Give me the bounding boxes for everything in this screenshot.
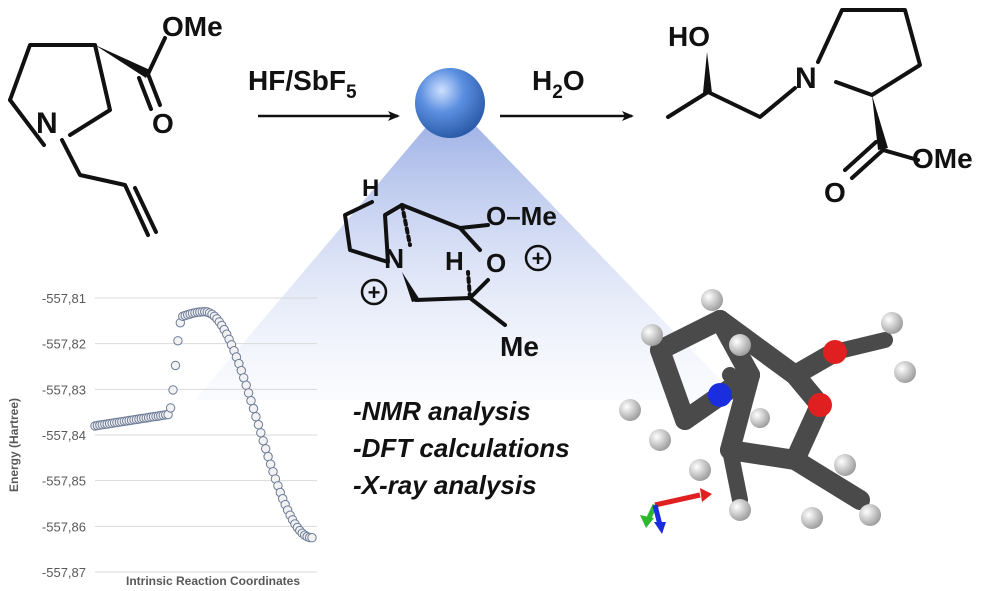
int-ome-label: O–Me [486, 201, 557, 231]
chart-y-tick-label: -557,87 [42, 565, 86, 580]
chart-point [168, 385, 178, 395]
chart-point [307, 533, 317, 543]
chart-series-irc [90, 307, 317, 543]
prod-nitrogen-label: N [795, 62, 817, 95]
chart-point [241, 380, 251, 390]
int-plus2: + [532, 246, 545, 271]
sm-ome-label: OMe [162, 11, 223, 42]
int-charge-o [524, 244, 552, 272]
prod-carbonyl-o-label: O [824, 177, 846, 208]
wedge-bond [95, 45, 150, 78]
intermediate-sphere [415, 68, 485, 138]
prod-hydroxyl-label: HO [668, 21, 710, 52]
product: HO N O OMe [666, 8, 973, 208]
chart-xlabel: Intrinsic Reaction Coordinates [126, 574, 300, 588]
int-h2-label: H [445, 246, 464, 276]
prod-ome-label: OMe [912, 143, 973, 174]
reagent-hf-sbf5: HF/SbF5 [248, 65, 357, 103]
arrow-step-2: H2O [500, 65, 634, 121]
chart-y-tick-label: -557,82 [42, 337, 86, 352]
int-o-label: O [486, 248, 506, 278]
chart-point [248, 403, 259, 414]
intermediate-structure: H O–Me N H O + + Me [343, 175, 557, 362]
chart-point [256, 428, 266, 438]
sm-carbonyl-o-label: O [152, 108, 174, 139]
wedge-bond-oh [703, 52, 712, 93]
wedge-bond-ester [872, 95, 888, 150]
chart-point [253, 420, 264, 430]
chart-point [251, 412, 261, 422]
analysis-dft: -DFT calculations [353, 433, 570, 463]
reagent-h2o: H2O [532, 65, 585, 103]
analysis-nmr: -NMR analysis [353, 396, 531, 426]
int-h1-label: H [362, 175, 379, 202]
chart-point [243, 388, 254, 398]
chart-y-tick-label: -557,83 [42, 382, 86, 397]
chart-y-tick-label: -557,85 [42, 474, 86, 489]
int-charge-n [360, 278, 388, 306]
chart-y-tick-label: -557,84 [42, 428, 86, 443]
starting-material: OMe O N [8, 11, 223, 237]
int-nitrogen-label: N [384, 243, 404, 274]
xray-3d-structure [619, 289, 916, 534]
analyses-list: -NMR analysis -DFT calculations -X-ray a… [353, 396, 570, 500]
int-plus1: + [368, 280, 381, 305]
chart-gridlines [95, 297, 317, 573]
arrow-step-1: HF/SbF5 [248, 65, 400, 121]
projection-cone [195, 120, 740, 400]
chart-point [165, 403, 176, 413]
chart-y-tick-label: -557,86 [42, 519, 86, 534]
chart-y-ticks: -557,81 -557,82 -557,83 -557,84 -557,85 -557,… [42, 291, 86, 580]
analysis-xray: -X-ray analysis [353, 470, 537, 500]
chart-point [246, 396, 256, 406]
chart-point [261, 444, 271, 454]
chart-ylabel: Energy (Hartree) [7, 398, 21, 492]
chart-point [173, 336, 183, 346]
chart-point [258, 436, 268, 446]
chart-y-tick-label: -557,81 [42, 291, 86, 306]
irc-energy-chart: -557,81 -557,82 -557,83 -557,84 -557,85 -557,… [7, 291, 317, 588]
chart-point [170, 360, 181, 371]
int-me-label: Me [500, 331, 539, 362]
int-wedge [402, 272, 420, 302]
sm-nitrogen-label: N [36, 107, 58, 140]
